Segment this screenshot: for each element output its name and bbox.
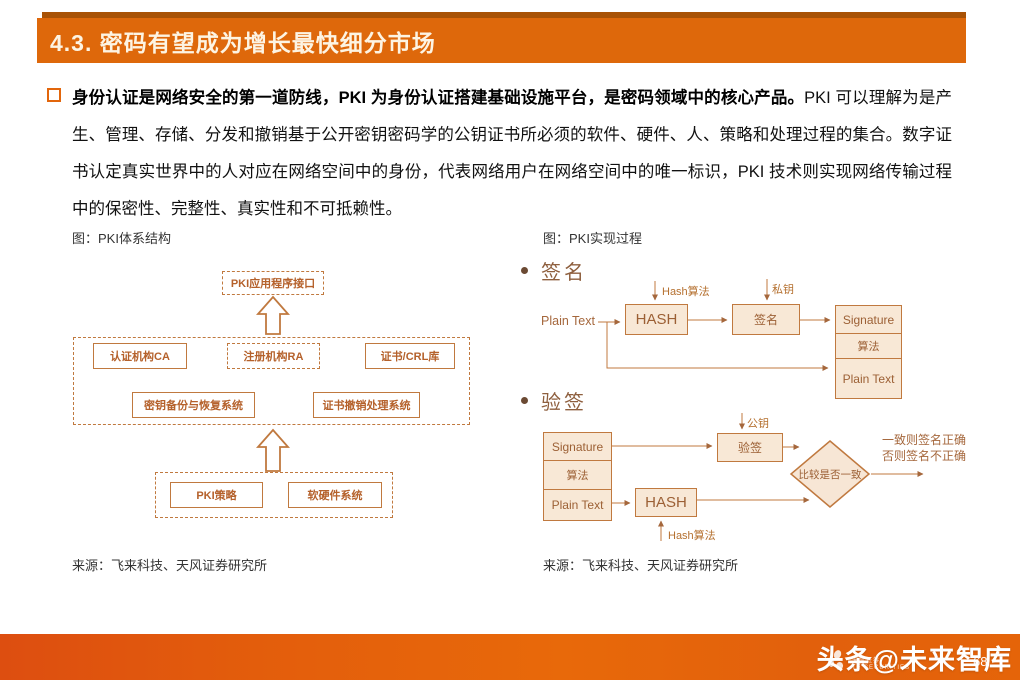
box-hw-sw: 软硬件系统	[288, 482, 382, 508]
footer-bar	[0, 634, 1020, 680]
block-arrow-up-icon	[256, 295, 290, 335]
stack-cell-signature: Signature	[842, 312, 895, 327]
received-message-stack: Signature 算法 Plain Text	[543, 432, 612, 521]
bullet-square-icon	[47, 88, 61, 102]
header-top-strip	[42, 12, 966, 18]
core-components-container	[73, 337, 470, 425]
box-pki-policy: PKI策略	[170, 482, 263, 508]
hash-algo-label: Hash算法	[668, 530, 716, 542]
bullet-dot-icon	[521, 267, 528, 274]
tf-securities-logo: 天风证券 TF SECURITIES	[827, 648, 910, 672]
signed-message-stack: Signature 算法 Plain Text	[835, 305, 902, 399]
left-figure-caption: 图：PKI体系结构	[72, 231, 171, 246]
left-figure-source: 来源：飞来科技、天风证券研究所	[72, 558, 268, 573]
bullet-dot-icon	[521, 397, 528, 404]
box-hash-verify: HASH	[635, 488, 697, 517]
right-figure-caption: 图：PKI实现过程	[543, 231, 642, 246]
header-bar: 4.3. 密码有望成为增长最快细分市场	[37, 18, 966, 63]
stack-cell-signature: Signature	[551, 439, 604, 454]
stack-cell-plaintext: Plain Text	[836, 358, 901, 398]
page-title: 4.3. 密码有望成为增长最快细分市场	[50, 29, 436, 56]
body-rest-text: PKI 可以理解为是产生、管理、存储、分发和撤销基于公开密钥密码学的公钥证书所必…	[72, 89, 953, 218]
diamond-compare-label: 比较是否一致	[798, 468, 862, 481]
verify-result-text: 一致则签名正确 否则签名不正确	[882, 433, 967, 463]
base-layer-container	[155, 472, 393, 518]
box-sign: 签名	[732, 304, 800, 335]
hash-algo-label: Hash算法	[662, 286, 710, 298]
verify-section-heading: 验签	[521, 386, 587, 415]
body-bold-sentence: 身份认证是网络安全的第一道防线，PKI 为身份认证搭建基础设施平台，是密码领域中…	[72, 89, 805, 107]
stack-cell-plaintext: Plain Text	[544, 489, 611, 520]
watermark-text: 头条@未来智库	[816, 645, 1012, 675]
box-hash-sign: HASH	[625, 304, 688, 335]
box-key-backup: 密钥备份与恢复系统	[132, 392, 255, 418]
box-cert-revoke: 证书撤销处理系统	[313, 392, 420, 418]
block-arrow-up-icon	[256, 428, 290, 472]
box-verify: 验签	[717, 433, 783, 462]
plain-text-label: Plain Text	[541, 314, 595, 328]
box-pki-api: PKI应用程序接口	[222, 271, 324, 295]
box-crl: 证书/CRL库	[365, 343, 455, 369]
stack-cell-algo: 算法	[836, 333, 901, 358]
sign-section-heading: 签名	[521, 256, 587, 285]
stack-cell-algo: 算法	[544, 460, 611, 489]
public-key-label: 公钥	[747, 418, 769, 430]
box-ra: 注册机构RA	[227, 343, 320, 369]
body-paragraph: 身份认证是网络安全的第一道防线，PKI 为身份认证搭建基础设施平台，是密码领域中…	[72, 80, 952, 228]
private-key-label: 私钥	[772, 284, 794, 296]
page-number: 68	[973, 654, 988, 669]
right-figure-source: 来源：飞来科技、天风证券研究所	[543, 558, 739, 573]
box-ca: 认证机构CA	[93, 343, 187, 369]
